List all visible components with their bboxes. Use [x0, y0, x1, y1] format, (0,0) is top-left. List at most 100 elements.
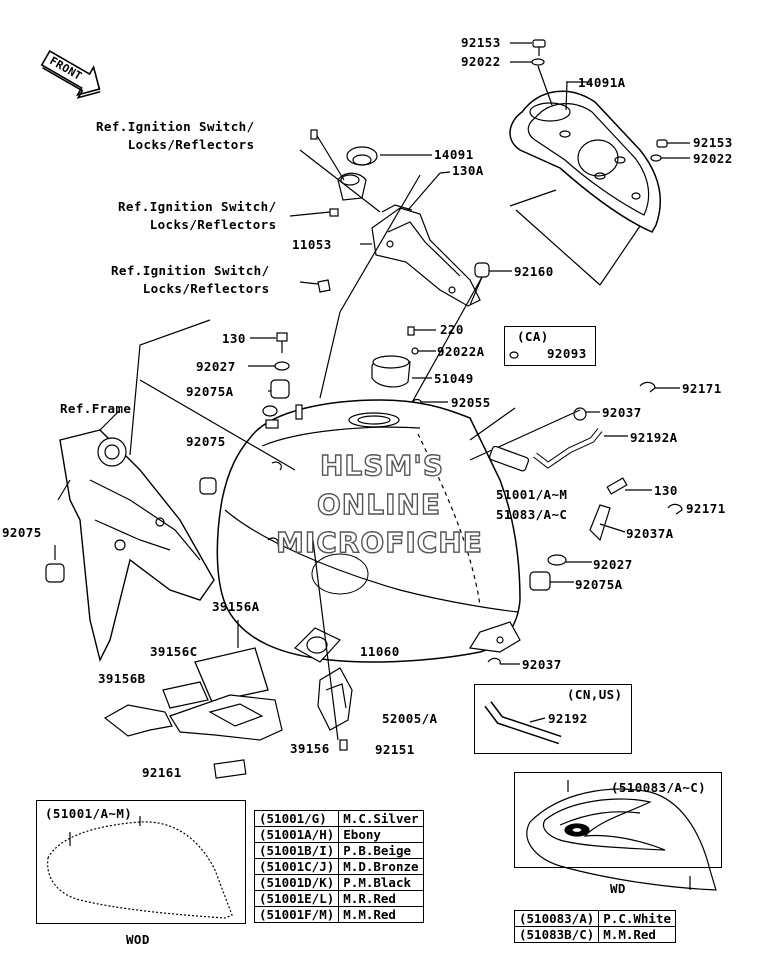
- table-row: (51001/G)M.C.Silver: [253, 810, 424, 827]
- part-label: 92022: [461, 54, 501, 69]
- part-label: 92093: [547, 346, 587, 361]
- table-cell: M.M.Red: [598, 926, 676, 943]
- table-row: (51001B/I)P.B.Beige: [253, 842, 424, 859]
- table-cell: (51001/G): [253, 810, 340, 827]
- part-label: 92027: [196, 359, 236, 374]
- part-label: 92027: [593, 557, 633, 572]
- cap-14091: [346, 146, 432, 166]
- washer-92022-top: [531, 58, 545, 66]
- bolt-130-right: [606, 477, 652, 495]
- part-label: 92055: [451, 395, 491, 410]
- part-label: 39156C: [150, 644, 198, 659]
- frame-ref: [57, 319, 296, 663]
- watermark-line-2: ONLINE: [316, 487, 442, 521]
- part-label: 92075: [186, 434, 226, 449]
- clamp-92171-top: [639, 381, 680, 393]
- table-cell: M.D.Bronze: [338, 858, 424, 875]
- part-label: 92022: [693, 151, 733, 166]
- part-label: 92037: [522, 657, 562, 672]
- table-cell: (51001E/L): [253, 890, 340, 907]
- table-cell: M.R.Red: [338, 890, 424, 907]
- inset-wod: (51001/A~M): [36, 800, 246, 924]
- table-row: (51001A/H)Ebony: [253, 826, 424, 843]
- table-cell: Ebony: [338, 826, 424, 843]
- table-cell: (51001D/K): [253, 874, 340, 891]
- hose-92192: [484, 701, 562, 745]
- table-row: (510083/A)P.C.White: [513, 910, 676, 927]
- part-label: 130A: [452, 163, 484, 178]
- wd-caption: WD: [610, 881, 626, 896]
- table-row: (51001F/M)M.M.Red: [253, 906, 424, 923]
- cover-51049: [371, 355, 432, 388]
- grommet-92160: [404, 262, 512, 416]
- table-cell: P.C.White: [598, 910, 676, 927]
- grommet-92075-left: [45, 563, 65, 583]
- part-label: 130: [654, 483, 678, 498]
- hose-92192A: [489, 428, 628, 472]
- part-label: 92037: [602, 405, 642, 420]
- wod-caption: WOD: [126, 932, 150, 947]
- bolt-130: [250, 332, 288, 353]
- ref-ignition-switch-3: Ref.Ignition Switch/Locks/Reflectors: [111, 263, 270, 296]
- gasket-11060: [294, 627, 341, 663]
- part-label: 52005/A: [382, 711, 438, 726]
- part-label: 92161: [142, 765, 182, 780]
- hose-92037A: [589, 504, 626, 542]
- tank-side-wd: [526, 780, 717, 891]
- part-label: 51083/A~C: [496, 507, 568, 522]
- part-label: 92153: [693, 135, 733, 150]
- table-row: (51001D/K)P.M.Black: [253, 874, 424, 891]
- part-label: 92075A: [186, 384, 234, 399]
- inset-ca: (CA) 92093: [504, 326, 596, 366]
- tank-rear-bracket: [468, 621, 521, 653]
- part-label: 39156: [290, 741, 330, 756]
- part-label: 92192A: [630, 430, 678, 445]
- pad-39156A: [194, 620, 269, 703]
- pad-39156: [169, 694, 283, 741]
- ref-frame: Ref.Frame: [60, 401, 132, 416]
- ref-ignition-switch-1: Ref.Ignition Switch/Locks/Reflectors: [96, 119, 255, 152]
- table-cell: (510083/A): [513, 910, 600, 927]
- table-cell: P.B.Beige: [338, 842, 424, 859]
- part-label: 92192: [548, 711, 588, 726]
- part-label: 51001/A~M: [496, 487, 568, 502]
- pad-92161: [213, 759, 247, 779]
- part-label: 11053: [292, 237, 332, 252]
- clamp-92171-right: [667, 503, 683, 515]
- inset-ca-tag: (CA): [517, 329, 549, 344]
- table-row: (51083B/C)M.M.Red: [513, 926, 676, 943]
- watermark-line-3: MICROFICHE: [275, 525, 483, 559]
- part-label: 92153: [461, 35, 501, 50]
- table-row: (51001E/L)M.R.Red: [253, 890, 424, 907]
- fuel-tank-51001: [216, 174, 521, 663]
- inset-cn-us: (CN,US): [474, 684, 632, 754]
- part-label: 130: [222, 331, 246, 346]
- plug-part: [299, 279, 331, 293]
- pad-39156B: [103, 704, 173, 737]
- part-label: 92037A: [626, 526, 674, 541]
- screw-92153-top: [532, 39, 546, 56]
- color-table: (51001/G)M.C.Silver (51001A/H)Ebony (510…: [253, 810, 424, 923]
- table-cell: (51001C/J): [253, 858, 340, 875]
- ignition-bracket-11053: [289, 129, 481, 307]
- part-label: 92075A: [575, 577, 623, 592]
- wod-tag: (51001/A~M): [45, 806, 133, 821]
- watermark-line-1: HLSM'S: [319, 448, 445, 482]
- part-label: 14091: [434, 147, 474, 162]
- part-label: 92151: [375, 742, 415, 757]
- part-label: 51049: [434, 371, 474, 386]
- table-cell: (51001A/H): [253, 826, 340, 843]
- part-label: 92171: [682, 381, 722, 396]
- inset-cnus-tag: (CN,US): [567, 687, 623, 702]
- table-cell: M.M.Red: [338, 906, 424, 923]
- pad-39156C: [162, 681, 209, 709]
- inset-wd: (510083/A~C): [514, 772, 722, 868]
- tank-side-wod: [47, 816, 233, 919]
- grommet-92075-right: [199, 477, 217, 495]
- table-cell: (51083B/C): [513, 926, 600, 943]
- part-label: 220: [440, 322, 464, 337]
- part-label: 92022A: [437, 344, 485, 359]
- table-cell: M.C.Silver: [338, 810, 424, 827]
